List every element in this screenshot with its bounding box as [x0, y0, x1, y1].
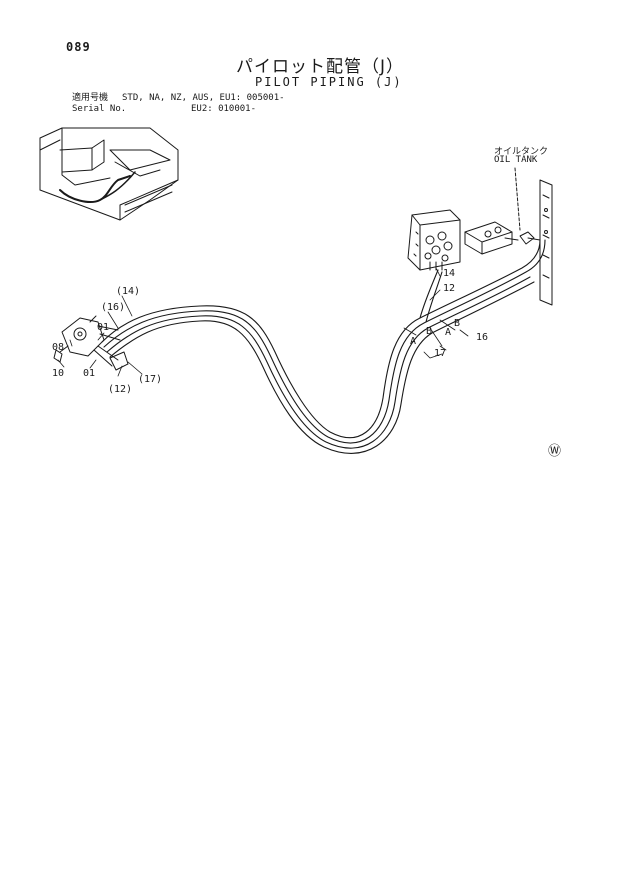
machine-overview-illustration — [39, 127, 179, 221]
leader-lines — [57, 267, 469, 377]
part-16-label: 16 — [476, 332, 489, 343]
oil-tank-label-en: OIL TANK — [494, 155, 538, 165]
serial-label-en: Serial No. — [72, 104, 127, 114]
serial-models-line2: EU2: 010001- — [191, 104, 257, 114]
port-a-label-1: A — [445, 327, 452, 338]
port-a-label-2: A — [410, 336, 417, 347]
part-14-label: 14 — [443, 268, 456, 279]
manifold-block — [464, 221, 519, 255]
part-16-paren-label: (16) — [101, 302, 126, 313]
page-number: 089 — [66, 40, 91, 54]
pilot-valve-block — [407, 209, 461, 271]
port-b-label-1: B — [454, 318, 461, 329]
part-12-label: 12 — [443, 283, 456, 294]
part-10-label: 10 — [52, 368, 65, 379]
part-12-paren-label: (12) — [108, 384, 133, 395]
page-title-en: PILOT PIPING (J) — [255, 75, 403, 89]
serial-row-1: 適用号機 STD, NA, NZ, AUS, EU1: 005001- — [72, 93, 285, 104]
serial-row-2: Serial No. EU2: 010001- — [72, 104, 285, 115]
page-title-jp: パイロット配管（J） — [236, 57, 405, 77]
part-17-label: 17 — [434, 348, 447, 359]
serial-models-line1: STD, NA, NZ, AUS, EU1: 005001- — [122, 93, 285, 103]
part-08-label: 08 — [52, 342, 65, 353]
left-pilot-valve-assembly — [53, 315, 129, 371]
part-17-paren-label: (17) — [138, 374, 163, 385]
part-01-label-b: 01 — [83, 368, 96, 379]
part-14-paren-label: (14) — [116, 286, 141, 297]
oil-tank-bracket — [514, 167, 553, 306]
serial-label-jp: 適用号機 — [72, 93, 109, 103]
port-b-label-2: B — [426, 326, 433, 337]
part-01-label-a: 01 — [97, 322, 110, 333]
serial-applicability: 適用号機 STD, NA, NZ, AUS, EU1: 005001- Seria… — [72, 93, 285, 115]
pilot-hose-bundle — [101, 239, 546, 454]
revision-mark: Ⓦ — [548, 444, 562, 459]
oil-tank-label-jp: オイルタンク — [494, 147, 549, 157]
